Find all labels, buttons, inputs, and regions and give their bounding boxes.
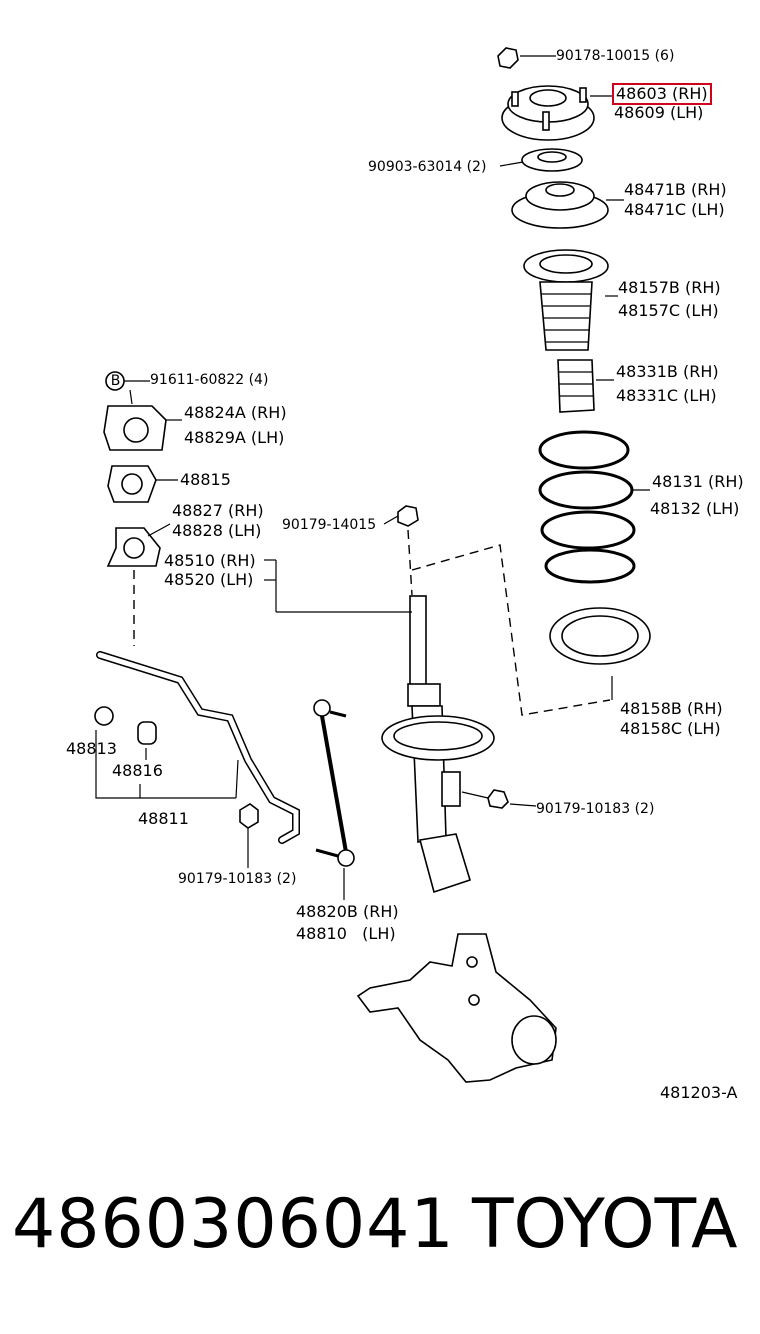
assembly-guide — [411, 544, 611, 716]
reference-code: 481203-A — [660, 1083, 738, 1102]
spring-lh-label: 48132 (LH) — [650, 499, 740, 518]
link-rh-label: 48820B (RH) — [296, 902, 399, 921]
strut-leader — [264, 515, 412, 613]
spring-rh-label: 48131 (RH) — [652, 472, 744, 491]
top-nut-part — [497, 47, 556, 69]
clamp-rh-label: 48827 (RH) — [172, 501, 264, 520]
link-lh-label: 48810 (LH) — [296, 924, 396, 943]
insulator-lh-label: 48158C (LH) — [620, 719, 721, 738]
nut-top-label: 90178-10015 (6) — [556, 48, 675, 64]
bracket-rh-label: 48824A (RH) — [184, 403, 287, 422]
mount-rh-label: 48603 (RH) — [612, 83, 712, 105]
strut-nut-label: 90179-14015 — [282, 517, 377, 533]
bumper-lh-label: 48331C (LH) — [616, 386, 717, 405]
strut-bracket-nut-label: 90179-10183 (2) — [536, 801, 655, 817]
boot-lh-label: 48157C (LH) — [618, 301, 719, 320]
spring-seat-rh-label: 48471B (RH) — [624, 180, 727, 199]
bumper-rh-label: 48331B (RH) — [616, 362, 719, 381]
part-number: 4860306041 — [12, 1185, 455, 1264]
stabilizer-link-part — [313, 699, 355, 900]
mount-lh-label: 48609 (LH) — [614, 103, 704, 122]
upper-mount-part — [501, 85, 614, 141]
coil-spring-part — [538, 430, 650, 584]
spring-insulator-part — [549, 607, 651, 700]
bushing-48816-label: 48816 — [112, 761, 163, 780]
strut-rh-label: 48510 (RH) — [164, 551, 256, 570]
insulator-rh-label: 48158B (RH) — [620, 699, 723, 718]
bearing-label: 90903-63014 (2) — [368, 159, 487, 175]
brand-name: TOYOTA — [472, 1185, 738, 1264]
dust-boot-part — [523, 249, 618, 351]
strut-part — [381, 505, 537, 894]
spring-seat-part — [511, 181, 624, 229]
diagram-drawing — [94, 47, 651, 1083]
parts-diagram: 90178-10015 (6) 48603 (RH) 48609 (LH) 90… — [66, 47, 744, 1102]
stabilizer-bar-part — [94, 651, 300, 868]
clamp-lh-label: 48828 (LH) — [172, 521, 262, 540]
bolt-b-marker: B — [110, 373, 121, 389]
stabilizer-mount-parts — [103, 371, 182, 646]
stabilizer-bar-label: 48811 — [138, 809, 189, 828]
bearing-part — [499, 148, 583, 172]
part-caption: 4860306041 TOYOTA — [0, 1180, 760, 1290]
boot-rh-label: 48157B (RH) — [618, 278, 721, 297]
spring-seat-lh-label: 48471C (LH) — [624, 200, 725, 219]
bump-stopper-part — [557, 359, 614, 413]
stabilizer-nut-label: 90179-10183 (2) — [178, 871, 297, 887]
strut-lh-label: 48520 (LH) — [164, 570, 254, 589]
bolt-b-label: 91611-60822 (4) — [150, 372, 269, 388]
bracket-lh-label: 48829A (LH) — [184, 428, 285, 447]
bushing-48813-label: 48813 — [66, 739, 117, 758]
bushing-label: 48815 — [180, 470, 231, 489]
steering-knuckle-part — [356, 933, 557, 1083]
